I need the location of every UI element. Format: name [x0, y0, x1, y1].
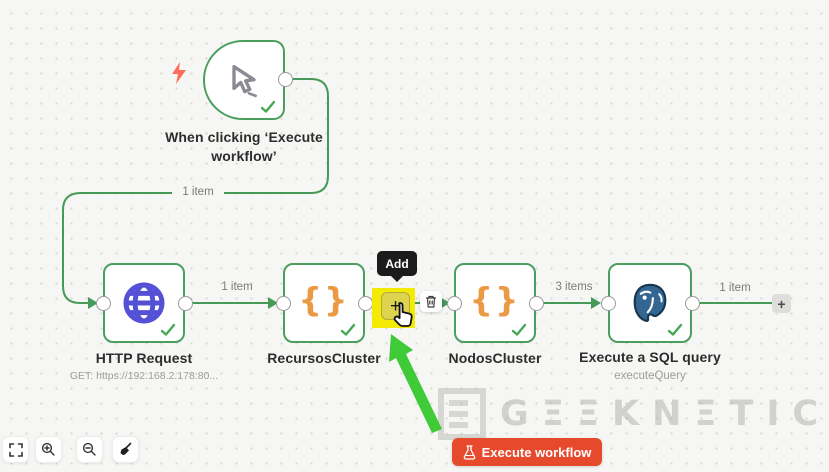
curly-braces-icon: {}: [298, 279, 350, 319]
connection-item-count: 3 items: [555, 281, 593, 293]
globe-icon: [123, 282, 165, 324]
hand-pointer-icon: [393, 302, 413, 327]
node-subtitle-http: GET: https://192.168.2.178:80...: [69, 370, 219, 382]
output-port[interactable]: [684, 295, 700, 311]
node-label-recursos: RecursosCluster: [267, 350, 381, 366]
zoom-out-icon: [82, 442, 96, 456]
node-sql-query[interactable]: [608, 263, 692, 343]
execute-workflow-button[interactable]: Execute workflow: [452, 438, 602, 466]
tidy-up-brush-icon: [120, 442, 132, 455]
curly-braces-icon: {}: [469, 279, 521, 319]
node-subtitle-sql: executeQuery: [614, 370, 686, 382]
add-tooltip: Add: [377, 251, 417, 276]
flask-icon: [463, 444, 475, 460]
cursor-icon: [232, 65, 257, 98]
add-next-node-button[interactable]: +: [772, 294, 791, 313]
node-label-http: HTTP Request: [95, 350, 193, 366]
connection-item-count: 1 item: [719, 282, 751, 294]
arrowhead: [88, 297, 98, 309]
input-port[interactable]: [446, 295, 462, 311]
success-check-icon: [260, 100, 276, 113]
input-port[interactable]: [600, 295, 616, 311]
node-manual-trigger[interactable]: [203, 40, 285, 120]
delete-connection-button[interactable]: [420, 291, 442, 312]
node-recursos-cluster[interactable]: {}: [283, 263, 365, 343]
success-check-icon: [511, 323, 527, 336]
postgresql-elephant-icon: [633, 283, 667, 322]
fit-view-button[interactable]: [2, 436, 29, 463]
node-label-sql: Execute a SQL query: [579, 349, 721, 365]
output-port[interactable]: [278, 71, 293, 87]
zoom-out-button[interactable]: [76, 436, 103, 463]
connection-item-count: 1 item: [221, 281, 253, 293]
watermark-text: GΞΞKNΞTIC: [500, 394, 829, 434]
trash-icon: [426, 295, 436, 308]
connection-item-count: 1 item: [172, 186, 224, 198]
lightning-bolt-icon: [172, 62, 186, 84]
node-http-request[interactable]: [103, 263, 185, 343]
execute-workflow-label: Execute workflow: [481, 444, 592, 460]
input-port[interactable]: [275, 295, 291, 311]
input-port[interactable]: [95, 295, 111, 311]
arrowhead: [591, 297, 601, 309]
arrowhead: [268, 297, 278, 309]
success-check-icon: [160, 323, 176, 336]
node-label-trigger: When clicking ‘Execute workflow’: [165, 129, 323, 164]
success-check-icon: [667, 323, 683, 336]
output-port[interactable]: [528, 295, 544, 311]
watermark: GΞΞKNΞTIC: [438, 388, 829, 440]
zoom-in-button[interactable]: [35, 436, 62, 463]
success-check-icon: [340, 323, 356, 336]
output-port[interactable]: [177, 295, 193, 311]
fit-view-icon: [8, 442, 23, 457]
node-label-nodos: NodosCluster: [448, 350, 542, 366]
zoom-in-icon: [41, 442, 55, 456]
watermark-logo: [438, 388, 486, 440]
arrowhead: [440, 297, 450, 309]
tidy-up-button[interactable]: [112, 436, 139, 463]
